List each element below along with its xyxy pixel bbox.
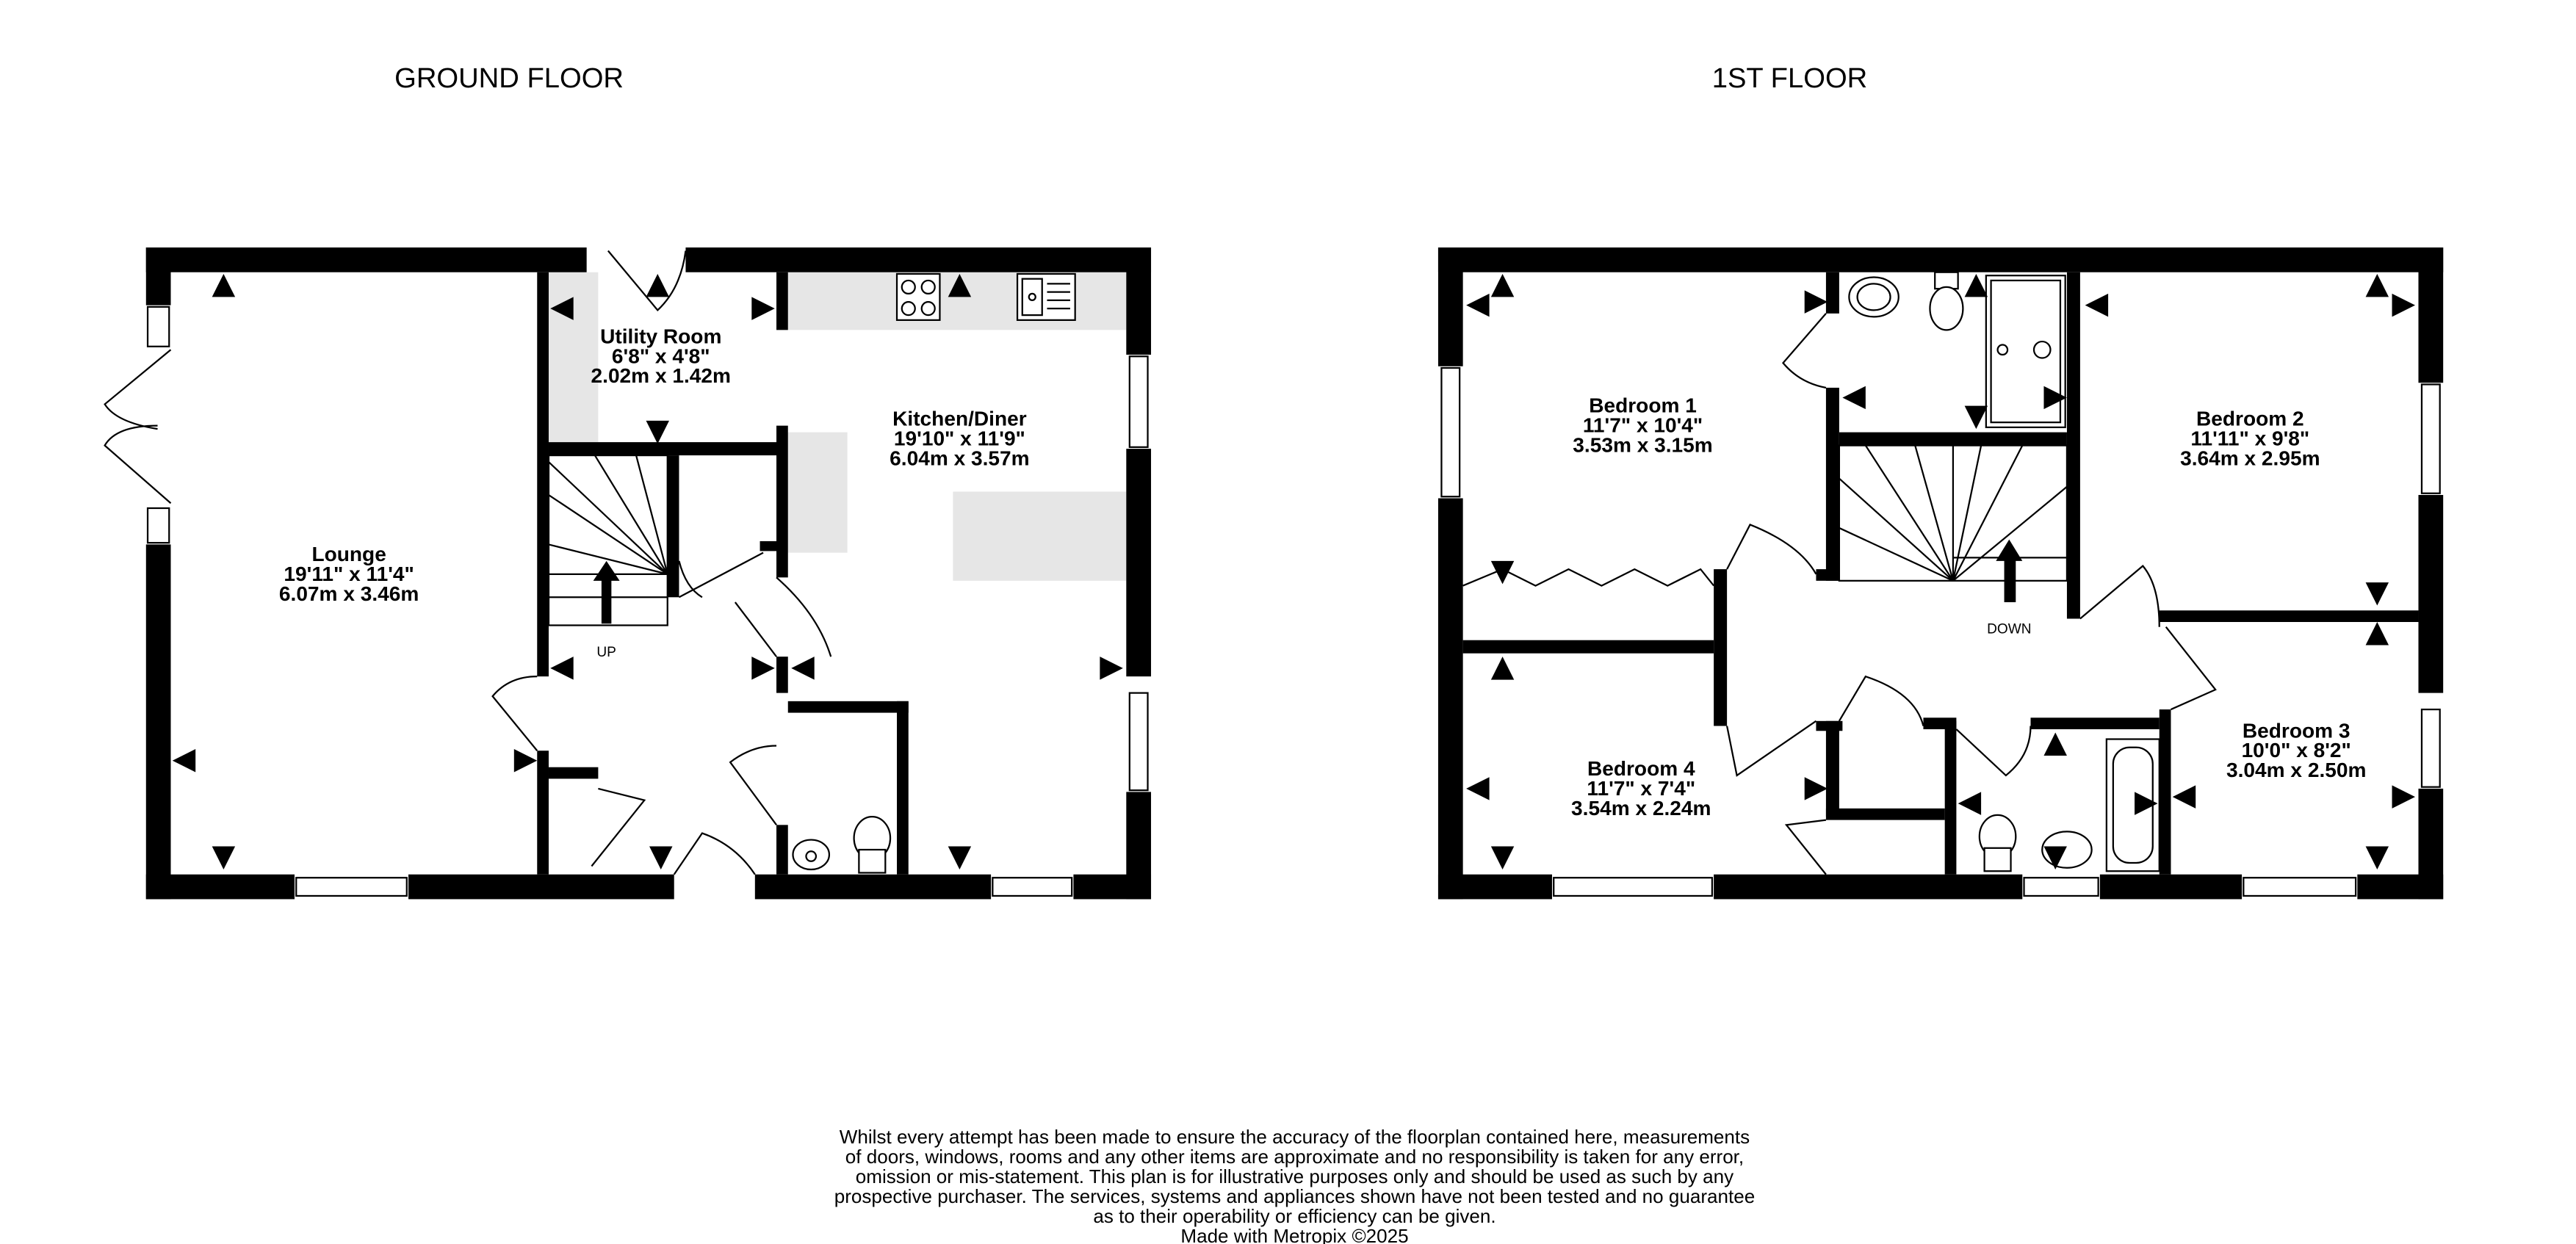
room-metric: 3.04m x 2.50m: [2226, 759, 2366, 781]
room-name: Bedroom 2: [2196, 408, 2304, 430]
room-label-bedroom-1: Bedroom 1 11'7" x 10'4" 3.53m x 3.15m: [1573, 394, 1712, 457]
room-imperial: 6'8" x 4'8": [612, 344, 710, 367]
measurement-arrow-icon: [2135, 792, 2158, 815]
measurement-arrow-icon: [1804, 290, 1828, 314]
disclaimer-line: Whilst every attempt has been made to en…: [840, 1126, 1750, 1148]
room-imperial: 11'7" x 10'4": [1583, 414, 1703, 437]
measurement-arrow-icon: [212, 846, 236, 870]
credit: Made with Metropix ©2025: [1180, 1225, 1408, 1244]
measurement-arrow-icon: [550, 657, 574, 680]
measurement-arrow-icon: [1964, 405, 1988, 430]
room-imperial: 11'7" x 7'4": [1587, 777, 1695, 800]
measurement-arrow-icon: [1466, 777, 1490, 800]
disclaimer-line: prospective purchaser. The services, sys…: [834, 1185, 1755, 1207]
room-label-kitchen: Kitchen/Diner 19'10" x 11'9" 6.04m x 3.5…: [890, 408, 1029, 470]
disclaimer-line: omission or mis-statement. This plan is …: [856, 1165, 1733, 1187]
room-label-bedroom-3: Bedroom 3 10'0" x 8'2" 3.04m x 2.50m: [2226, 719, 2366, 781]
ground-floor-title: GROUND FLOOR: [394, 62, 624, 94]
measurement-arrow-icon: [751, 297, 775, 320]
room-name: Utility Room: [600, 325, 721, 347]
measurement-arrow-icon: [1466, 293, 1490, 317]
wc-toilet-icon: [792, 815, 892, 874]
kitchen-counter-island: [787, 432, 848, 553]
room-metric: 3.54m x 2.24m: [1571, 797, 1711, 820]
room-metric: 3.64m x 2.95m: [2180, 447, 2320, 470]
measurement-arrow-icon: [550, 297, 574, 320]
kitchen-counter-right: [953, 491, 1127, 581]
measurement-arrow-icon: [513, 748, 538, 773]
staircase-down: [1838, 444, 2068, 603]
disclaimer: Whilst every attempt has been made to en…: [834, 1126, 1755, 1244]
first-windows: [1440, 366, 2441, 897]
measurement-arrow-icon: [649, 846, 673, 870]
measurement-arrow-icon: [2043, 732, 2067, 756]
ground-walls: [145, 247, 1152, 900]
measurement-arrow-icon: [646, 273, 669, 297]
measurement-arrow-icon: [948, 846, 972, 870]
room-name: Bedroom 3: [2243, 719, 2350, 742]
room-name: Bedroom 1: [1589, 394, 1697, 417]
measurement-arrow-icon: [212, 273, 236, 297]
room-metric: 3.53m x 3.15m: [1573, 434, 1712, 457]
measurement-arrow-icon: [948, 273, 972, 297]
measurement-arrow-icon: [1490, 846, 1515, 870]
stairs-down-label: DOWN: [1987, 622, 2031, 637]
first-floor-title: 1ST FLOOR: [1712, 62, 1868, 94]
measurement-arrow-icon: [791, 657, 815, 680]
room-label-bedroom-2: Bedroom 2 11'11" x 9'8" 3.64m x 2.95m: [2180, 408, 2320, 470]
disclaimer-line: of doors, windows, rooms and any other i…: [845, 1146, 1744, 1168]
measurement-arrow-icon: [1490, 657, 1515, 680]
measurement-arrow-icon: [2365, 622, 2389, 645]
measurement-arrow-icon: [2365, 273, 2389, 297]
room-imperial: 19'11" x 11'4": [284, 563, 414, 585]
measurement-arrow-icon: [172, 748, 196, 773]
measurement-arrow-icon: [2043, 846, 2067, 870]
room-imperial: 10'0" x 8'2": [2242, 739, 2351, 762]
measurement-arrow-icon: [1842, 386, 1866, 410]
room-label-bedroom-4: Bedroom 4 11'7" x 7'4" 3.54m x 2.24m: [1571, 757, 1711, 820]
staircase-up: [547, 454, 668, 626]
ground-floor-plan: UP: [104, 247, 1152, 900]
ground-windows: [146, 305, 1149, 897]
measurement-arrow-icon: [2365, 582, 2389, 606]
room-metric: 6.07m x 3.46m: [279, 582, 419, 605]
ensuite-fixtures-icon: [1848, 271, 2066, 429]
room-labels: Lounge 19'11" x 11'4" 6.07m x 3.46m Util…: [279, 325, 2367, 820]
measurement-arrow-icon: [1100, 657, 1123, 680]
room-name: Lounge: [311, 543, 386, 565]
room-metric: 2.02m x 1.42m: [591, 364, 731, 387]
measurement-arrow-icon: [2365, 846, 2389, 870]
disclaimer-line: as to their operability or efficiency ca…: [1093, 1205, 1496, 1227]
room-metric: 6.04m x 3.57m: [890, 447, 1029, 470]
measurement-arrow-icon: [1958, 792, 1982, 815]
room-label-utility: Utility Room 6'8" x 4'8" 2.02m x 1.42m: [591, 325, 731, 387]
room-name: Kitchen/Diner: [892, 408, 1027, 430]
measurement-arrow-icon: [646, 420, 669, 444]
first-walls: [1437, 247, 2444, 900]
measurement-arrow-icon: [2392, 293, 2415, 317]
measurement-arrow-icon: [2043, 386, 2067, 410]
hob-icon: [895, 272, 941, 321]
measurement-arrow-icon: [2392, 785, 2415, 809]
room-imperial: 19'10" x 11'9": [894, 427, 1025, 450]
ground-doors: [104, 250, 832, 875]
bathroom-fixtures-icon: [1978, 738, 2160, 872]
measurement-arrow-icon: [751, 657, 775, 680]
measurement-arrow-icon: [1490, 273, 1515, 297]
room-label-lounge: Lounge 19'11" x 11'4" 6.07m x 3.46m: [279, 543, 419, 605]
first-doors: [1462, 313, 2217, 875]
measurement-arrow-icon: [2085, 293, 2109, 317]
first-floor-plan: DOWN: [1437, 247, 2444, 900]
measurement-arrow-icon: [1490, 560, 1515, 585]
sink-icon: [1016, 272, 1076, 321]
measurement-arrow-icon: [1964, 273, 1988, 297]
room-imperial: 11'11" x 9'8": [2190, 427, 2309, 450]
room-name: Bedroom 4: [1587, 757, 1695, 780]
arrows: [172, 273, 2415, 870]
measurement-arrow-icon: [1804, 777, 1828, 800]
measurement-arrow-icon: [2172, 785, 2196, 809]
stairs-up-label: UP: [596, 645, 616, 660]
